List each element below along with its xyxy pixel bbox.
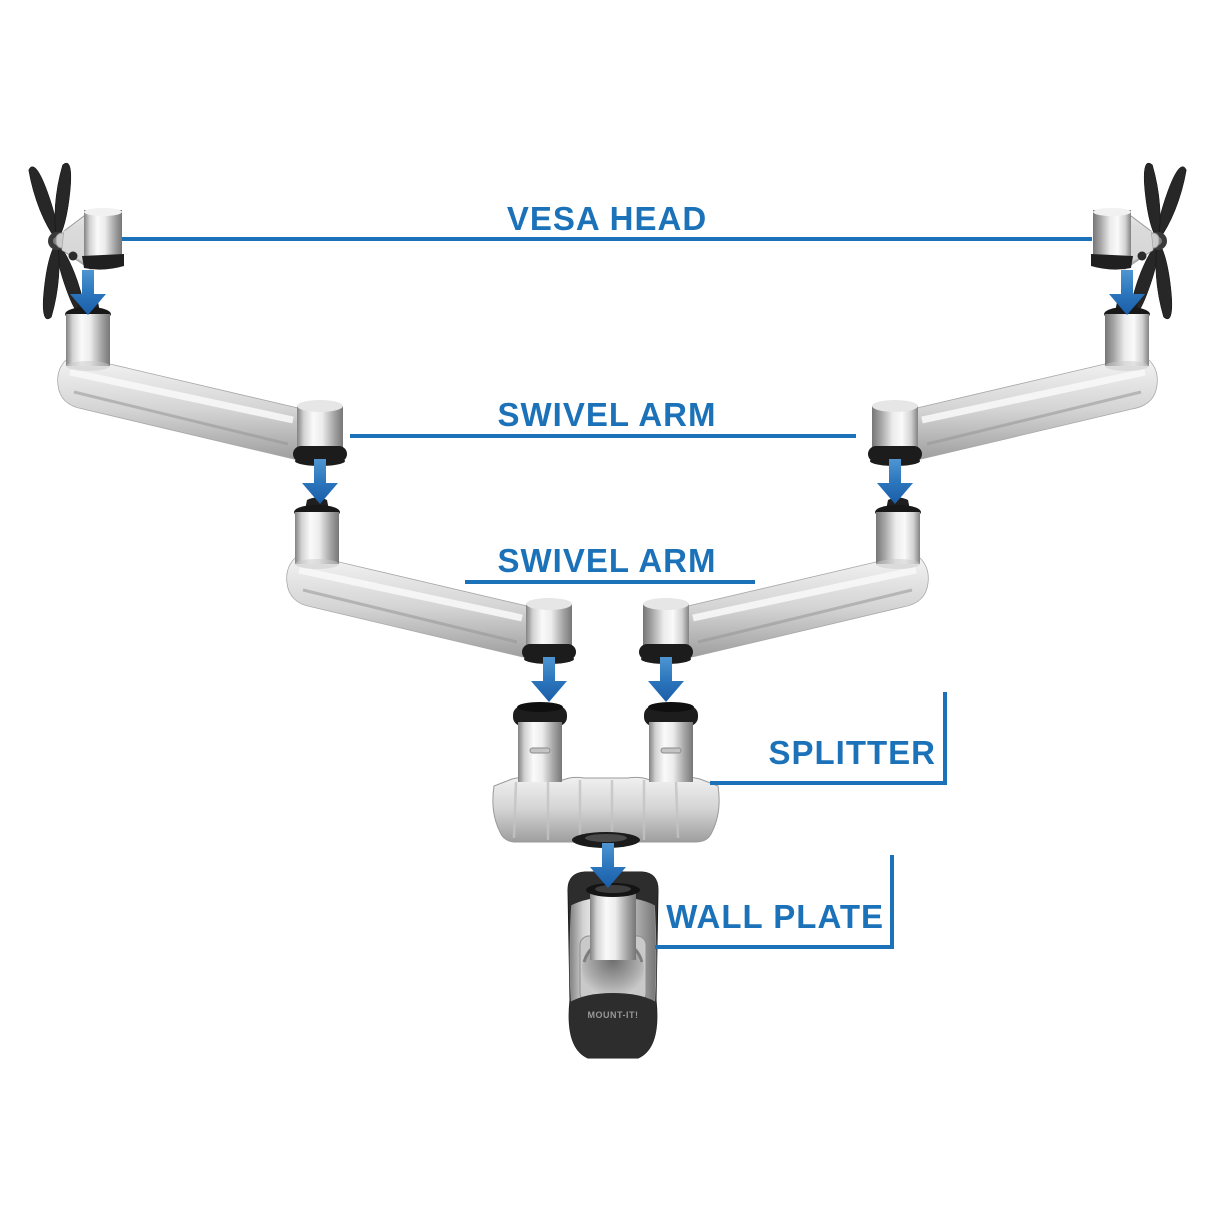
label-vesa-head: VESA HEAD xyxy=(507,202,707,235)
label-wall-plate-text: WALL PLATE xyxy=(666,898,884,935)
splitter xyxy=(492,702,720,848)
label-wall-plate: WALL PLATE xyxy=(666,900,884,933)
label-swivel-arm-upper: SWIVEL ARM xyxy=(497,398,716,431)
arrow-down-icon xyxy=(877,459,913,504)
leader-bracket-wall-plate-horizontal xyxy=(655,945,894,949)
label-splitter: SPLITTER xyxy=(768,736,936,769)
leader-line-vesa-head xyxy=(122,237,1092,241)
swivel-arm-upper-right xyxy=(868,300,1157,467)
leader-bracket-splitter-horizontal xyxy=(710,781,947,785)
label-swivel-arm-lower-text: SWIVEL ARM xyxy=(497,542,717,579)
wall-plate: MOUNT-IT! xyxy=(567,871,659,1059)
label-swivel-arm-upper-text: SWIVEL ARM xyxy=(497,396,717,433)
leader-bracket-wall-plate-vertical xyxy=(890,855,894,949)
arrow-down-icon xyxy=(531,657,567,702)
arrow-down-icon xyxy=(648,657,684,702)
label-splitter-text: SPLITTER xyxy=(768,734,936,771)
leader-line-swivel-arm-lower xyxy=(465,580,755,584)
label-vesa-head-text: VESA HEAD xyxy=(506,200,708,237)
brand-logo-text: MOUNT-IT! xyxy=(588,1010,639,1020)
swivel-arm-upper-left xyxy=(58,300,347,467)
label-swivel-arm-lower: SWIVEL ARM xyxy=(497,544,716,577)
leader-line-swivel-arm-upper xyxy=(350,434,856,438)
leader-bracket-splitter-vertical xyxy=(943,692,947,785)
arrow-down-icon xyxy=(302,459,338,504)
